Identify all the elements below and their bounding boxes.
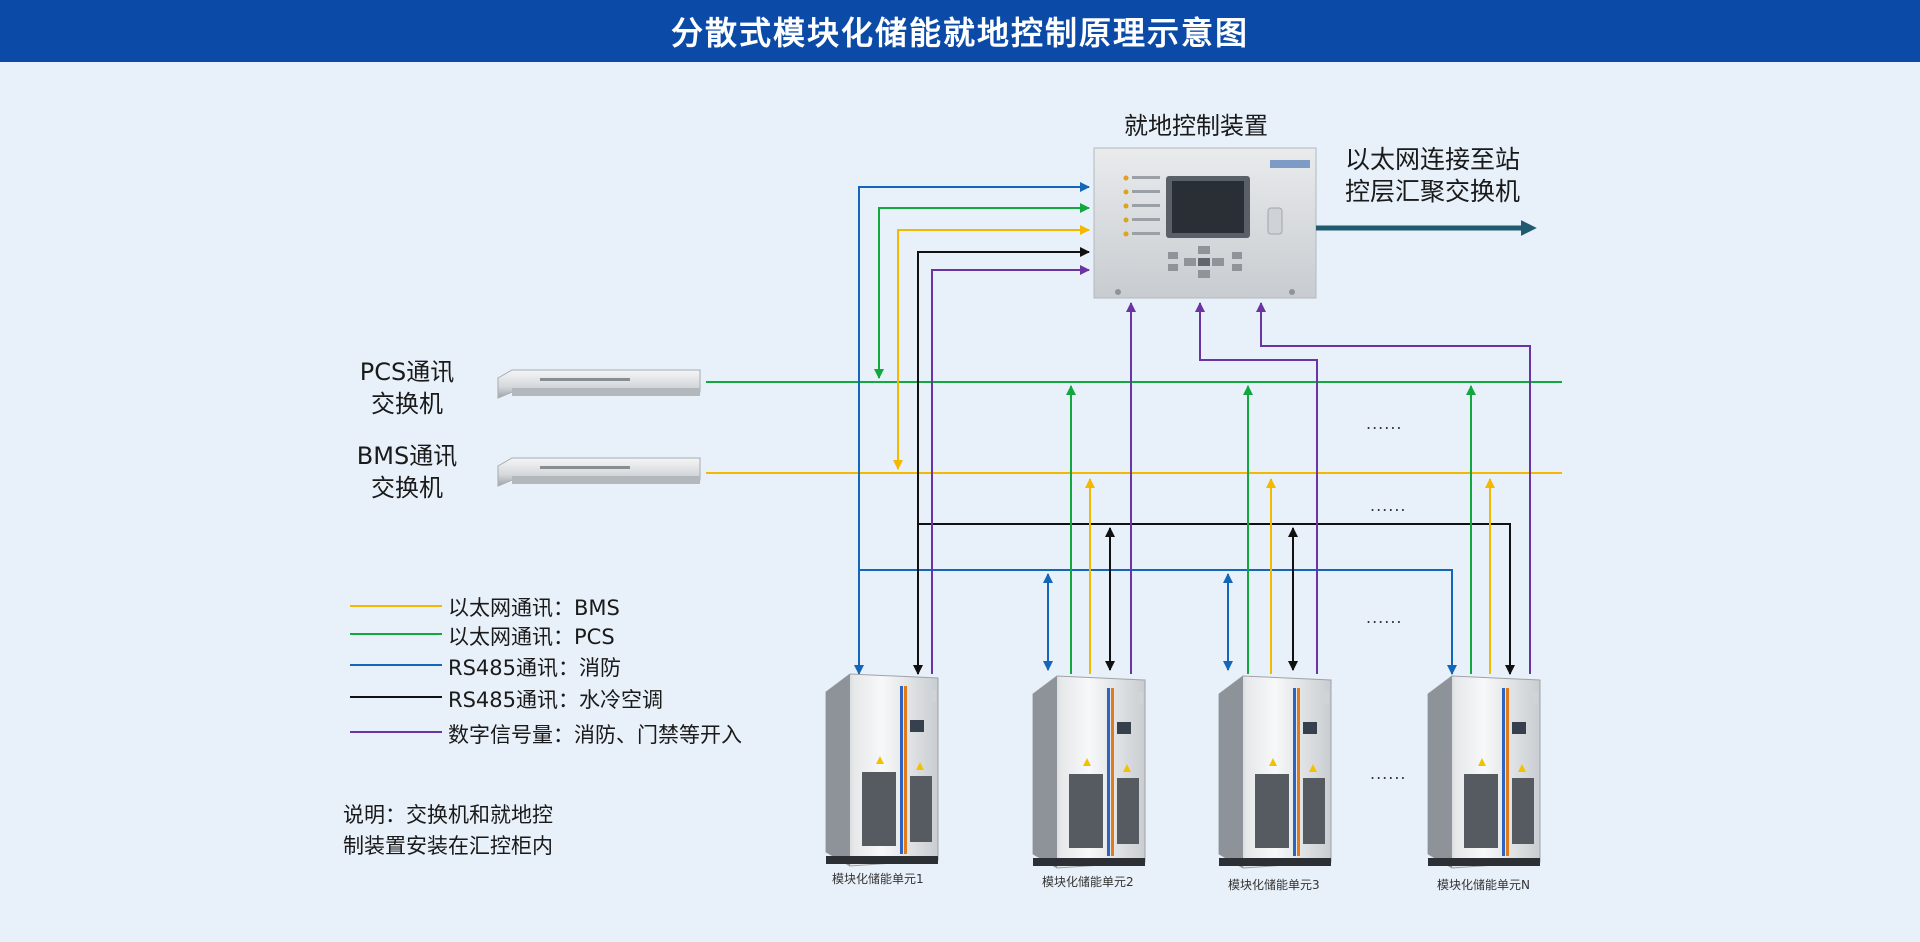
ethernet-uplink-label: 以太网连接至站 控层汇聚交换机 — [1345, 144, 1520, 208]
legend-item-cooling: RS485通讯：水冷空调 — [448, 688, 664, 712]
unit-label-3: 模块化储能单元3 — [1228, 878, 1320, 892]
pcs-switch-label: PCS通讯 交换机 — [346, 356, 468, 420]
digital-line-unitN — [1256, 302, 1531, 674]
bms-switch-device — [497, 457, 701, 487]
bms-switch-line2: 交换机 — [371, 474, 443, 502]
unit-label-2: 模块化储能单元2 — [1042, 875, 1134, 889]
pcs-switch-device — [497, 369, 701, 399]
storage-cabinet-1 — [825, 673, 939, 867]
note-line2: 制装置安装在汇控柜内 — [343, 834, 553, 858]
bms-switch-label: BMS通讯 交换机 — [346, 440, 468, 504]
title-bar: 分散式模块化储能就地控制原理示意图 — [0, 0, 1920, 62]
bms-feeder-line — [893, 225, 1090, 470]
bms-switch-line1: BMS通讯 — [356, 442, 458, 470]
digital-line-unit3 — [1195, 302, 1318, 674]
ellipsis-1: ...... — [1366, 414, 1403, 433]
cooling-bus-line — [918, 523, 1515, 675]
storage-cabinet-N — [1427, 675, 1541, 869]
ethernet-uplink-line2: 控层汇聚交换机 — [1345, 177, 1521, 206]
pcs-switch-line1: PCS通讯 — [359, 358, 455, 386]
pcs-feeder-line — [874, 203, 1090, 379]
fire-bus-line — [859, 569, 1457, 675]
ellipsis-3: ...... — [1366, 608, 1403, 627]
legend-item-pcs: 以太网通讯：PCS — [448, 625, 615, 649]
ellipsis-2: ...... — [1370, 496, 1407, 515]
page-title: 分散式模块化储能就地控制原理示意图 — [670, 14, 1249, 52]
storage-cabinet-2 — [1032, 675, 1146, 869]
legend-item-bms: 以太网通讯：BMS — [448, 596, 620, 620]
note: 说明：交换机和就地控 制装置安装在汇控柜内 — [343, 800, 553, 862]
ellipsis-4: ...... — [1370, 764, 1407, 783]
fire-feeder-line — [854, 182, 1090, 675]
ethernet-uplink-line1: 以太网连接至站 — [1345, 145, 1521, 174]
cooling-feeder-line — [913, 247, 1090, 675]
pcs-switch-line2: 交换机 — [371, 390, 443, 418]
note-line1: 说明：交换机和就地控 — [343, 803, 553, 827]
unit-label-1: 模块化储能单元1 — [832, 872, 924, 886]
controller-label: 就地控制装置 — [1124, 112, 1268, 140]
legend-item-digital: 数字信号量：消防、门禁等开入 — [448, 723, 742, 747]
storage-cabinet-3 — [1218, 675, 1332, 869]
unit-label-N: 模块化储能单元N — [1437, 878, 1530, 892]
legend-item-fire: RS485通讯：消防 — [448, 656, 622, 680]
digital-feeder-line-unit1 — [931, 265, 1090, 674]
controller-device — [1093, 147, 1317, 299]
